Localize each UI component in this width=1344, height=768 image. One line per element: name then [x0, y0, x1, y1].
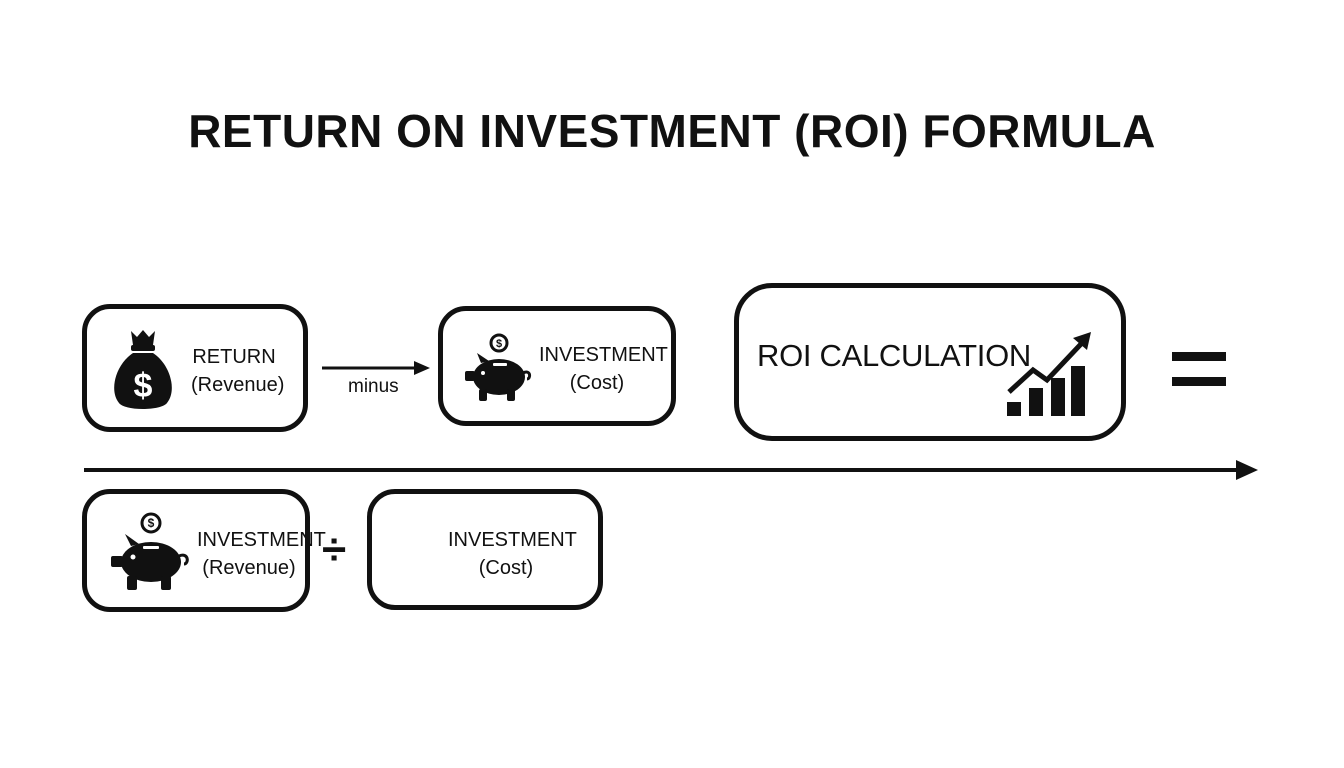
long-arrow — [84, 460, 1258, 480]
investment-cost-box: $ INVESTMENT (Cost) — [438, 306, 676, 426]
investment-cost-2-label: INVESTMENT (Cost) — [448, 526, 577, 582]
equals-bar-bottom — [1172, 377, 1226, 386]
divide-sign: ÷ — [322, 525, 347, 574]
equals-sign — [1172, 352, 1226, 386]
return-label: RETURN (Revenue) — [191, 343, 285, 399]
roi-calculation-label: ROI CALCULATION — [757, 338, 1031, 373]
growth-chart-icon — [1007, 332, 1091, 416]
svg-text:$: $ — [134, 367, 153, 405]
minus-label: minus — [348, 376, 399, 397]
investment-cost-line1: INVESTMENT — [539, 344, 668, 366]
svg-text:$: $ — [148, 516, 155, 530]
investment-cost-box-2: INVESTMENT (Cost) — [367, 489, 603, 610]
piggy-bank-icon: $ — [111, 512, 189, 590]
investment-revenue-box: $ INVESTMENT (Revenue) — [82, 489, 326, 612]
investment-revenue-label: INVESTMENT (Revenue) — [197, 526, 326, 582]
investment-cost-label: INVESTMENT (Cost) — [539, 341, 668, 397]
investment-cost-2-line1: INVESTMENT — [448, 529, 577, 551]
minus-arrow — [322, 361, 430, 375]
return-label-line1: RETURN — [192, 346, 276, 368]
investment-revenue-line1: INVESTMENT — [197, 529, 326, 551]
investment-cost-2-line2: (Cost) — [478, 557, 534, 579]
roi-calculation-box: ROI CALCULATION — [734, 283, 1126, 441]
equals-bar-top — [1172, 352, 1226, 361]
money-bag-icon: $ — [114, 330, 172, 409]
investment-cost-line2: (Cost) — [569, 372, 625, 394]
diagram-title: RETURN ON INVESTMENT (ROI) FORMULA — [188, 105, 1156, 157]
svg-text:$: $ — [496, 338, 502, 350]
investment-revenue-line2: (Revenue) — [202, 557, 296, 579]
return-box: $ RETURN (Revenue) — [82, 304, 308, 432]
piggy-bank-icon: $ — [465, 333, 532, 401]
return-label-line2: (Revenue) — [191, 374, 285, 396]
